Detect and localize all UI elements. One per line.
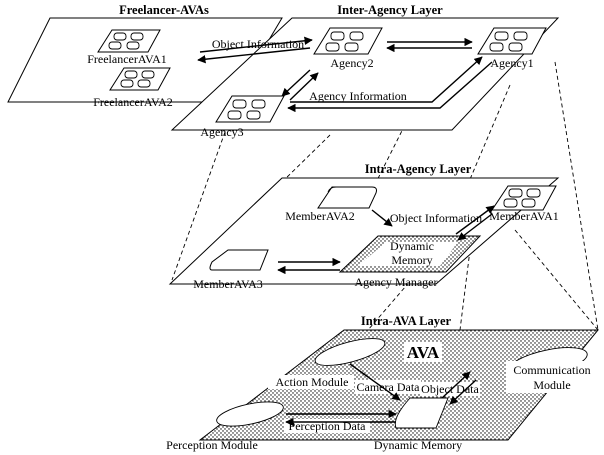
inter-agency-layer: Inter-Agency Layer Agency2 Agency1 Agenc… [170, 3, 560, 139]
arrow-member2-to-memory [371, 209, 393, 227]
intra-agency-layer: Intra-Agency Layer MemberAVA2 MemberAVA1… [168, 162, 560, 291]
arrow-agency2-to-freelancer [197, 47, 311, 64]
object-information-label: Object Information [212, 37, 304, 51]
dynamic-memory-line2: Memory [391, 253, 432, 267]
agency-manager-label: Agency Manager [355, 275, 438, 289]
arrow-freelancer-to-agency2 [199, 36, 313, 53]
intra-agency-layer-title: Intra-Agency Layer [365, 162, 472, 176]
freelancer-layer-title: Freelancer-AVAs [119, 3, 209, 17]
camera-data-label: Camera Data [357, 380, 421, 394]
member-ava3-label: MemberAVA3 [193, 277, 263, 291]
freelancer-ava1-icon [97, 29, 161, 53]
arrow-memory-to-communication [441, 371, 471, 399]
agency1-label: Agency1 [490, 56, 533, 70]
dynamic-memory-label: Dynamic Memory [374, 438, 462, 452]
member-ava2-label: MemberAVA2 [285, 209, 355, 223]
freelancer-ava2-label: FreelancerAVA2 [93, 95, 173, 109]
freelancer-ava2-icon [109, 67, 171, 91]
communication-module-line1: Communication [513, 363, 590, 377]
action-module-label: Action Module [276, 375, 349, 389]
agency2-label: Agency2 [330, 56, 373, 70]
action-module-shape [314, 338, 386, 366]
object-data-label: Object Data [421, 382, 479, 396]
member-ava3-icon [209, 249, 269, 271]
agency3-label: Agency3 [200, 125, 243, 139]
agency3-icon [215, 95, 285, 123]
arrow-agency2-to-agency3 [281, 69, 311, 97]
perception-module-shape [216, 401, 284, 427]
inter-agency-layer-title: Inter-Agency Layer [337, 3, 443, 17]
arrow-agency1-to-agency3 [287, 61, 493, 113]
freelancer-layer: Freelancer-AVAs FreelancerAVA1 Freelance… [7, 3, 283, 109]
intra-object-information-label: Object Information [390, 211, 482, 225]
dynamic-memory-shape [394, 397, 449, 429]
perception-module-label: Perception Module [166, 438, 258, 452]
arrow-action-camera [349, 363, 401, 401]
arrow-communication-to-memory [449, 379, 477, 405]
communication-module-line2: Module [533, 378, 570, 392]
dynamic-memory-box [338, 235, 482, 273]
agency1-icon [477, 27, 547, 55]
member-ava1-label: MemberAVA1 [489, 209, 559, 223]
intra-ava-layer-title: Intra-AVA Layer [361, 314, 452, 328]
agency2-icon [313, 27, 383, 55]
intra-ava-layer: Intra-AVA Layer AVA Action Module Camera… [166, 314, 600, 452]
member-ava2-icon [317, 186, 377, 209]
perception-data-label: Perception Data [289, 419, 367, 433]
agency-information-label: Agency Information [309, 89, 407, 103]
arrow-agency3-to-agency2 [289, 72, 319, 101]
dynamic-memory-line1: Dynamic [390, 239, 434, 253]
arrow-agency3-to-agency1 [290, 56, 483, 103]
freelancer-ava1-label: FreelancerAVA1 [87, 52, 167, 66]
arrow-member1-to-memory [457, 213, 493, 241]
ava-title: AVA [407, 343, 440, 362]
member-ava1-icon [491, 185, 557, 211]
arrow-memory-to-member1 [455, 205, 495, 235]
